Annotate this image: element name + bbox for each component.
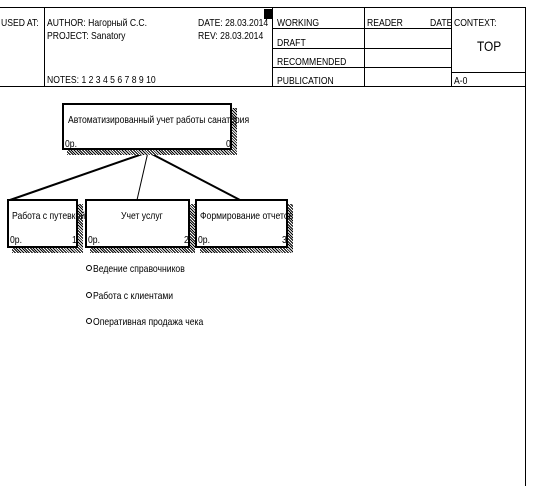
child-activity-title-1: Работа с путевкой — [12, 210, 86, 222]
status-draft: DRAFT — [277, 37, 306, 49]
connector-line-3 — [147, 151, 241, 201]
rev-label: REV: 28.03.2014 — [198, 30, 264, 42]
context-label: CONTEXT: — [454, 17, 497, 29]
working-marker — [264, 9, 273, 19]
child-activity-number-2: 2 — [184, 234, 189, 246]
date-label: DATE: 28.03.2014 — [198, 17, 269, 29]
status-publication: PUBLICATION — [277, 75, 334, 87]
author-label: AUTHOR: Нагорный С.С. — [47, 17, 148, 29]
reader-date-label: DATE — [430, 17, 453, 29]
status-row-line-3 — [272, 67, 451, 68]
child-activity-number-1: 1 — [72, 234, 77, 246]
status-row-line-1 — [272, 28, 451, 29]
list-item: Ведение справочников — [93, 263, 185, 275]
parent-activity-box[interactable]: Автоматизированный учет работы санатория… — [62, 103, 249, 150]
status-recommended: RECOMMENDED — [277, 56, 347, 68]
notes-label: NOTES: 1 2 3 4 5 6 7 8 9 10 — [47, 74, 156, 86]
child-activity-cost-2: 0р. — [88, 234, 100, 246]
reader-label: READER — [367, 17, 403, 29]
connector-line-2 — [136, 151, 149, 201]
header-divider-3 — [364, 7, 365, 86]
child-activity-box-3[interactable]: Формирование отчетов 0р. 3 — [195, 199, 293, 248]
child-activity-title-3: Формирование отчетов — [200, 210, 294, 222]
bullet-icon — [86, 318, 92, 324]
bullet-icon — [86, 265, 92, 271]
child-activity-box-1[interactable]: Работа с путевкой 0р. 1 — [7, 199, 85, 248]
project-label: PROJECT: Sanatory — [47, 30, 126, 42]
header-divider-1 — [44, 7, 45, 86]
status-working: WORKING — [277, 17, 320, 29]
child-activity-cost-3: 0р. — [198, 234, 210, 246]
connector-line-1 — [9, 151, 149, 201]
status-row-line-2 — [272, 48, 451, 49]
header-bottom-border — [0, 86, 525, 87]
right-border — [525, 7, 526, 486]
bullet-icon — [86, 292, 92, 298]
header-divider-2 — [272, 7, 273, 86]
used-at-label: USED AT: — [1, 17, 39, 29]
header-top-border — [0, 7, 525, 8]
context-node-line — [451, 72, 525, 73]
child-activity-cost-1: 0р. — [10, 234, 22, 246]
list-item: Оперативная продажа чека — [93, 316, 204, 328]
parent-activity-cost: 0р. — [65, 138, 77, 150]
list-item: Работа с клиентами — [93, 290, 174, 302]
child-activity-title-2: Учет услуг — [121, 210, 163, 222]
node-number-label: A-0 — [454, 75, 468, 87]
child-activity-box-2[interactable]: Учет услуг 0р. 2 — [85, 199, 190, 248]
context-top-label: TOP — [477, 38, 502, 54]
parent-activity-number: 0 — [226, 138, 231, 150]
parent-activity-title: Автоматизированный учет работы санатория — [68, 114, 250, 126]
header-divider-4 — [451, 7, 452, 86]
child-activity-number-3: 3 — [282, 234, 287, 246]
